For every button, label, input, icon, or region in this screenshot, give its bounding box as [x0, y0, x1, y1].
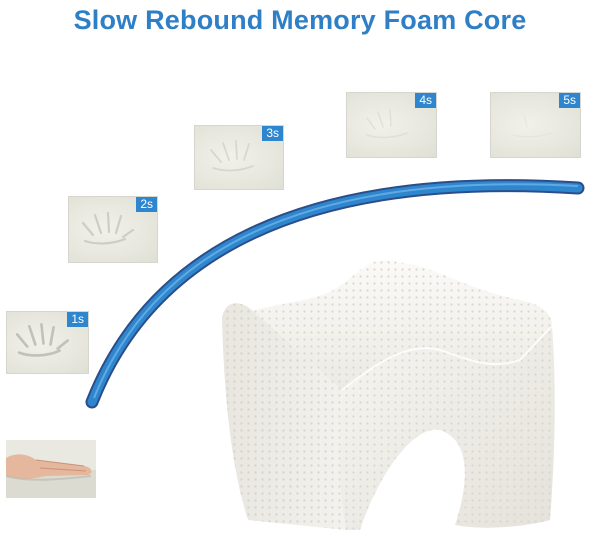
- foam-sample-2s: 2s: [68, 196, 158, 263]
- time-badge-4s: 4s: [415, 93, 436, 108]
- time-badge-1s: 1s: [67, 312, 88, 327]
- hand-imprint-icon: [15, 322, 70, 357]
- hand-imprint-icon: [210, 140, 254, 172]
- time-badge-2s: 2s: [136, 197, 157, 212]
- hand-icon: [6, 440, 96, 498]
- foam-sample-4s: 4s: [346, 92, 437, 158]
- foam-sample-5s: 5s: [490, 92, 581, 158]
- foam-sample-1s: 1s: [6, 311, 89, 374]
- page-title: Slow Rebound Memory Foam Core: [73, 5, 527, 35]
- foam-sample-3s: 3s: [194, 125, 284, 190]
- hand-imprint-icon: [81, 211, 135, 245]
- hand-imprint-icon: [512, 114, 552, 138]
- hand-press-photo: [6, 440, 96, 498]
- time-badge-5s: 5s: [559, 93, 580, 108]
- hand-imprint-icon: [366, 109, 408, 139]
- time-badge-3s: 3s: [262, 126, 283, 141]
